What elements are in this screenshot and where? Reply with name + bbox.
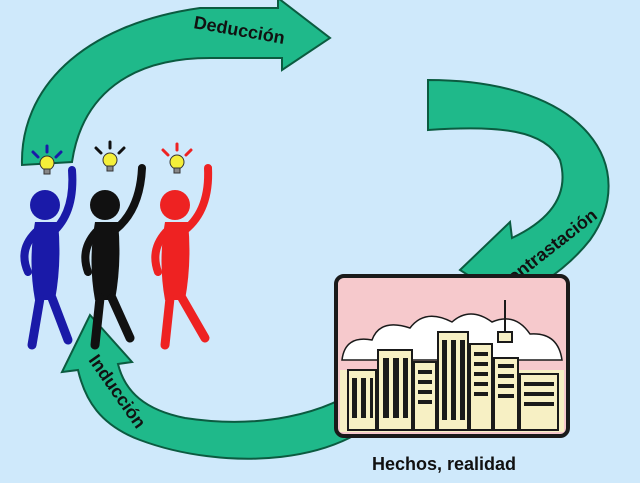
city-skyline-icon [334, 274, 570, 438]
deduccion-arrow: Deducción [20, 0, 332, 167]
blue-thinker-figure [20, 166, 77, 350]
people-with-lightbulbs-icon [20, 140, 213, 350]
contrastacion-arrow: Contrastación [427, 78, 610, 310]
hechos-realidad-caption: Hechos, realidad [372, 454, 516, 474]
red-thinker-figure [151, 164, 213, 350]
black-thinker-figure [81, 164, 146, 350]
lightbulb-icon [39, 152, 185, 175]
